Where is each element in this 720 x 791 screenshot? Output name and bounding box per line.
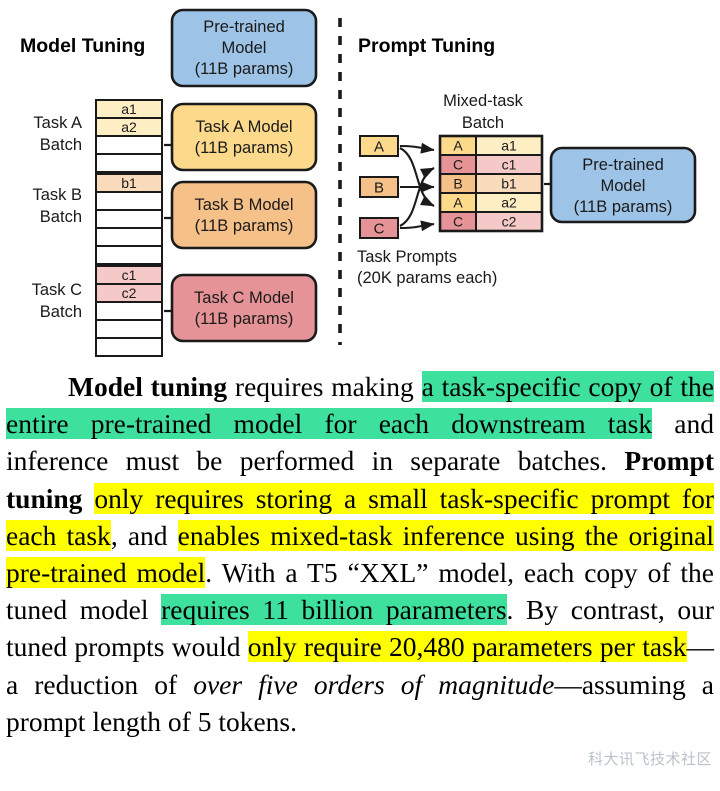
mixed-row-4-item: c2 <box>502 214 517 230</box>
left-pretrained-line1: Pre-trained <box>203 18 285 36</box>
mixed-row-1-item: c1 <box>502 157 517 173</box>
mixed-row-2-item: b1 <box>501 176 517 192</box>
paragraph-text: Model tuning requires making a task-spec… <box>6 371 715 737</box>
task-c-cell-0: c1 <box>122 267 137 283</box>
task-prompts-caption-line2: (20K params each) <box>357 269 497 287</box>
task-a-model-line1: Task A Model <box>195 118 292 136</box>
mixed-row-0-tag: A <box>453 138 463 154</box>
prompt-chip-a-label: A <box>374 139 384 156</box>
prose-segment-highlight-yellow: only require 20,480 parameters per task <box>247 631 687 663</box>
left-pretrained-model-box: Pre-trained Model (11B params) <box>170 8 318 88</box>
task-b-cell-0: b1 <box>121 175 137 191</box>
left-pretrained-line2: Model <box>222 39 267 57</box>
task-b-batch-table: b1 <box>95 173 163 265</box>
task-b-model-box: Task B Model (11B params) <box>170 180 318 250</box>
mixed-row-3-tag: A <box>453 195 463 211</box>
prompt-routing-arrows <box>399 142 435 232</box>
mixed-task-batch-caption-line2: Batch <box>462 114 504 132</box>
mixed-task-batch-table: A a1 C c1 B b1 A a2 C c2 <box>438 134 544 233</box>
task-b-row: Task B Batch b1 Task B Model (11B params… <box>32 173 318 265</box>
prose-segment-italic: over five orders of magnitude <box>193 668 555 700</box>
task-c-row: Task C Batch c1 c2 Task C Model (11B par… <box>32 265 318 357</box>
task-a-batch-label-line2: Batch <box>40 136 82 154</box>
architecture-diagram: Model Tuning Pre-trained Model (11B para… <box>0 0 720 370</box>
task-c-batch-label-line2: Batch <box>40 303 82 321</box>
mixed-task-batch-caption-line1: Mixed-task <box>443 92 524 110</box>
prompt-chip-a: A <box>359 135 399 157</box>
task-b-batch-label-line2: Batch <box>40 208 82 226</box>
task-c-cell-1: c2 <box>122 285 137 301</box>
mixed-row-3-item: a2 <box>501 195 517 211</box>
prose-segment-bold: Model tuning <box>68 371 228 402</box>
mixed-row-4-tag: C <box>453 214 463 230</box>
task-c-model-line1: Task C Model <box>194 289 294 307</box>
prompt-chip-c-label: C <box>374 221 385 238</box>
prompt-tuning-title: Prompt Tuning <box>358 35 495 57</box>
mixed-row-2-tag: B <box>453 176 462 192</box>
mixed-row-0-item: a1 <box>501 138 517 154</box>
task-c-model-box: Task C Model (11B params) <box>170 273 318 343</box>
prompt-chip-b: B <box>359 176 399 198</box>
task-a-cell-0: a1 <box>121 101 137 117</box>
task-b-model-line2: (11B params) <box>195 217 294 235</box>
prose-segment-highlight-green: requires 11 billion parameters <box>161 594 507 626</box>
model-tuning-title: Model Tuning <box>20 35 145 57</box>
task-a-model-line2: (11B params) <box>195 139 294 157</box>
prose-segment-highlight-yellow: enables mixed-task inference using the o… <box>6 519 714 589</box>
task-c-batch-label-line1: Task C <box>32 281 83 299</box>
right-pretrained-line3: (11B params) <box>574 198 673 216</box>
right-pretrained-line2: Model <box>601 177 646 195</box>
prompt-chip-b-label: B <box>374 180 384 197</box>
task-b-model-line1: Task B Model <box>194 196 293 214</box>
prompt-chip-c: C <box>359 217 399 239</box>
right-pretrained-model-box: Pre-trained Model (11B params) <box>549 146 697 224</box>
task-c-batch-table: c1 c2 <box>95 265 163 357</box>
right-pretrained-line1: Pre-trained <box>582 156 664 174</box>
task-a-model-box: Task A Model (11B params) <box>170 102 318 172</box>
prose-segment-bold: Prompt tuning <box>6 445 714 514</box>
mixed-row-1-tag: C <box>453 157 463 173</box>
task-c-model-line2: (11B params) <box>195 310 294 328</box>
left-pretrained-line3: (11B params) <box>195 60 294 78</box>
task-a-row: Task A Batch a1 a2 Task A Model (11B par… <box>33 99 318 191</box>
body-paragraph: Model tuning requires making a task-spec… <box>0 368 720 791</box>
task-a-batch-label-line1: Task A <box>33 114 82 132</box>
task-prompts-caption-line1: Task Prompts <box>357 248 457 266</box>
task-a-cell-1: a2 <box>121 119 137 135</box>
task-b-batch-label-line1: Task B <box>32 186 82 204</box>
